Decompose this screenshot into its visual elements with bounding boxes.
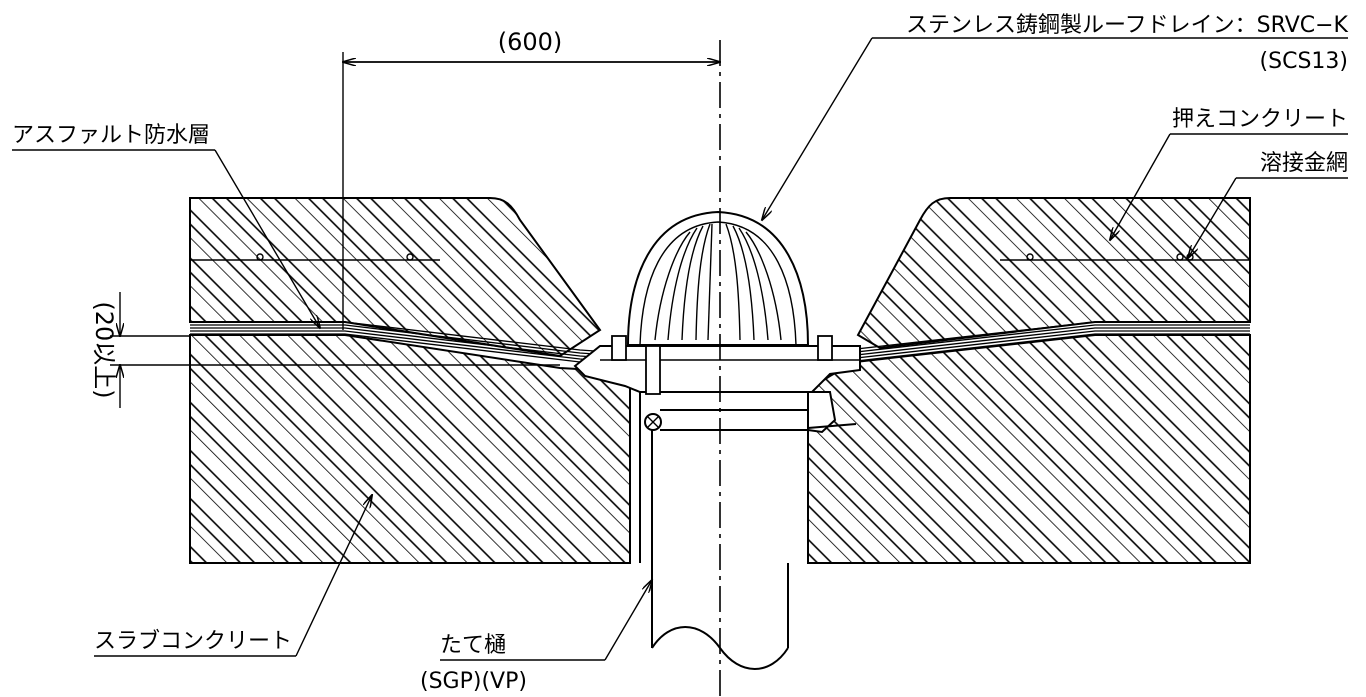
roof-drain — [573, 210, 861, 563]
label-protect-concrete: 押えコンクリート — [1110, 107, 1348, 240]
slab-left — [189, 334, 631, 564]
drain-dome — [626, 210, 810, 346]
protection-concrete — [189, 197, 1251, 358]
asphalt-label: アスファルト防水層 — [12, 123, 210, 148]
mesh-dot — [256, 253, 264, 261]
protect-concrete-label: 押えコンクリート — [1172, 107, 1348, 132]
dimension-600: (600) — [343, 28, 720, 330]
pipe-label: たて樋 — [440, 633, 506, 658]
pipe-material-label: (SGP)(VP) — [420, 669, 527, 694]
roof-drain-label: ステンレス鋳鋼製ルーフドレイン：SRVC−K — [906, 13, 1349, 38]
dimension-20-text: (20以上) — [90, 301, 118, 398]
roof-drain-material-label: (SCS13) — [1260, 49, 1348, 74]
label-wire-mesh: 溶接金網 — [1188, 151, 1348, 258]
slab-label: スラブコンクリート — [94, 629, 292, 654]
wire-mesh-label: 溶接金網 — [1260, 151, 1348, 176]
mesh-dot — [406, 253, 414, 261]
label-roof-drain: ステンレス鋳鋼製ルーフドレイン：SRVC−K (SCS13) — [762, 13, 1349, 220]
wire-mesh — [190, 253, 1250, 261]
protect-right — [856, 197, 1251, 350]
bolts — [611, 335, 833, 395]
mesh-dot — [1176, 253, 1184, 261]
slab-right — [807, 334, 1251, 564]
drain-ribs — [654, 223, 782, 341]
label-asphalt: アスファルト防水層 — [12, 123, 320, 328]
dimension-600-text: (600) — [498, 28, 563, 56]
label-slab: スラブコンクリート — [94, 495, 372, 657]
label-pipe: たて樋 (SGP)(VP) — [420, 580, 652, 694]
mesh-dot — [1026, 253, 1034, 261]
dimension-20: (20以上) — [90, 292, 560, 408]
protect-left — [189, 197, 602, 358]
